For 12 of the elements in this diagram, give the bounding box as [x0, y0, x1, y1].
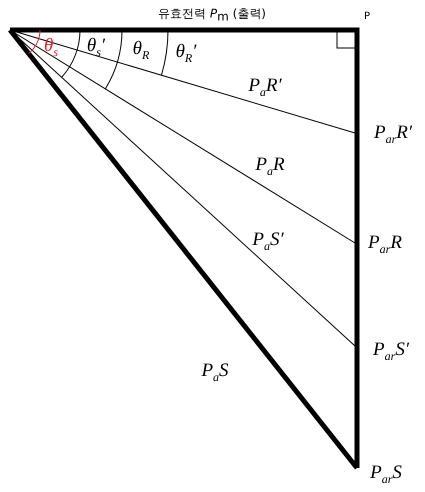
side-label: P$_{a}$S′	[252, 230, 284, 252]
angle-label: θ$_{R}$	[132, 39, 150, 61]
angle-label: θ$_{s}$′	[86, 36, 106, 58]
side-label: P$_{ar}$R′	[374, 123, 412, 145]
side-label: P$_{ar}$S	[370, 463, 402, 485]
side-label: P$_{ar}$R	[368, 233, 402, 255]
side-label: P$_{ar}$S′	[373, 340, 409, 362]
side-label: P$_{a}$S	[201, 361, 229, 383]
angle-label: θ$_{R}$′	[176, 42, 196, 64]
corner-label: P	[364, 12, 370, 22]
side-label: P$_{a}$R	[255, 155, 285, 177]
side-label: P$_{a}$R′	[248, 76, 282, 98]
